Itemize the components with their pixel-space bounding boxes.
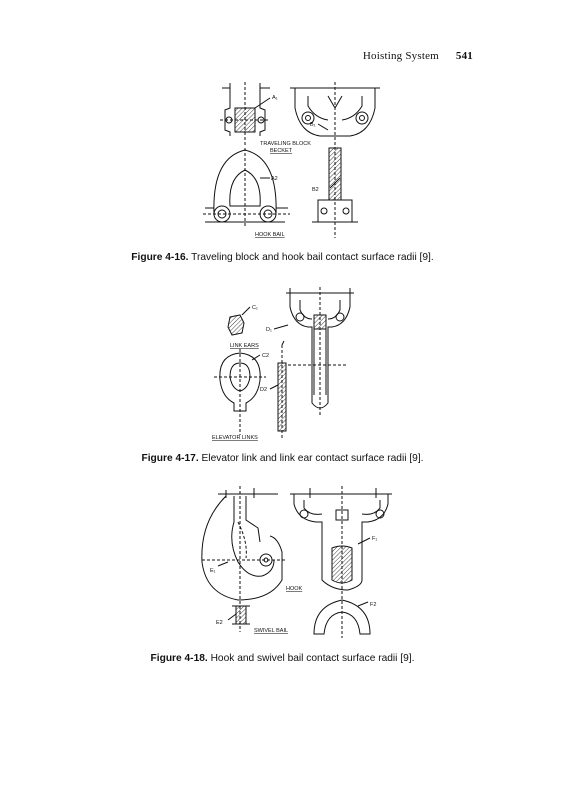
label-d1: D₁ xyxy=(266,327,272,333)
elevator-body xyxy=(286,287,354,415)
label-swivel-bail: SWIVEL BAIL xyxy=(254,628,288,634)
becket-clevis xyxy=(220,82,270,146)
figure-4-17-text: Elevator link and link ear contact surfa… xyxy=(201,453,424,464)
figure-4-17-drawing: C₁ D₁ LINK EARS C2 D2 ELEVATOR LINKS xyxy=(208,285,378,445)
figure-4-18-label: Figure 4-18. xyxy=(150,653,208,664)
page-number: 541 xyxy=(455,50,473,62)
label-b2: B2 xyxy=(312,187,319,193)
label-c2: C2 xyxy=(262,353,269,359)
label-a2: A2 xyxy=(271,176,278,182)
label-traveling-block: TRAVELING BLOCK xyxy=(260,141,311,147)
label-becket: BECKET xyxy=(270,148,293,154)
swivel-body xyxy=(290,486,392,638)
swivel-bail xyxy=(313,599,371,635)
figure-4-17-label: Figure 4-17. xyxy=(141,453,199,464)
figure-4-16-label: Figure 4-16. xyxy=(131,252,189,263)
elevator-link-side xyxy=(277,345,287,440)
figure-4-16-caption: Figure 4-16. Traveling block and hook ba… xyxy=(0,252,565,263)
swivel-bail-section xyxy=(232,605,250,625)
running-header: Hoisting System 541 xyxy=(363,50,473,62)
label-e2: E2 xyxy=(216,620,223,626)
label-b1: B₁ xyxy=(310,122,316,128)
label-d2: D2 xyxy=(260,387,267,393)
label-a1: A₁ xyxy=(272,95,278,101)
figure-4-16-drawing: A₁ B₁ A2 B2 TRAVELING BLOCK BECKET HOOK … xyxy=(200,78,380,243)
label-hook: HOOK xyxy=(286,586,303,592)
label-elevator-links: ELEVATOR LINKS xyxy=(212,435,258,441)
label-f2: F2 xyxy=(370,602,376,608)
figure-4-16-text: Traveling block and hook bail contact su… xyxy=(191,252,434,263)
hook-bail-link xyxy=(312,147,358,223)
figure-4-17-caption: Figure 4-17. Elevator link and link ear … xyxy=(0,453,565,464)
figure-4-18-drawing: E₁ F₁ HOOK F2 E2 SWIVEL BAIL xyxy=(198,482,393,642)
label-c1: C₁ xyxy=(252,305,258,311)
link-ear-section xyxy=(227,314,245,336)
traveling-block-becket xyxy=(203,148,290,228)
label-e1: E₁ xyxy=(210,568,216,574)
label-link-ears: LINK EARS xyxy=(230,343,259,349)
figure-4-18-text: Hook and swivel bail contact surface rad… xyxy=(210,653,415,664)
elevator-link-eye xyxy=(214,349,266,435)
running-title: Hoisting System xyxy=(362,50,439,62)
label-f1: F₁ xyxy=(372,536,377,542)
label-hook-bail: HOOK BAIL xyxy=(255,232,285,238)
figure-4-18-caption: Figure 4-18. Hook and swivel bail contac… xyxy=(0,653,565,664)
